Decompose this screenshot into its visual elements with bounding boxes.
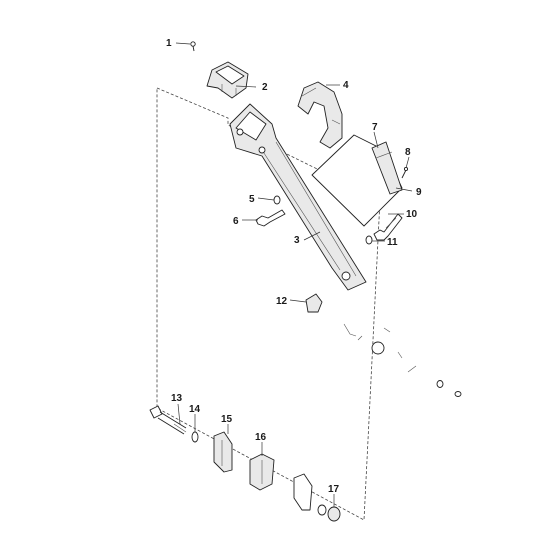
part-15-bracket[interactable] <box>213 431 233 473</box>
callout-4: 4 <box>343 80 349 91</box>
part-4-handle[interactable] <box>297 81 343 149</box>
part-2-cap[interactable] <box>206 61 249 99</box>
part-16-clamp[interactable] <box>249 453 275 491</box>
part-6-bolt[interactable] <box>255 209 286 227</box>
callout-9: 9 <box>416 187 422 198</box>
part-14-washer[interactable] <box>191 431 199 443</box>
part-12-knob[interactable] <box>305 293 323 313</box>
callout-10: 10 <box>406 209 418 220</box>
callout-12: 12 <box>276 296 288 307</box>
background-panel <box>156 87 381 521</box>
part-13-bolt[interactable] <box>149 405 187 435</box>
part-8-pin[interactable] <box>401 166 409 179</box>
part-17-nut[interactable] <box>317 504 341 522</box>
leader-lines <box>175 42 413 507</box>
part-11-washer[interactable] <box>365 235 373 245</box>
callout-17: 17 <box>328 484 340 495</box>
part-3-arm[interactable] <box>229 103 367 291</box>
callout-11: 11 <box>387 237 398 248</box>
callout-5: 5 <box>249 194 255 205</box>
part-10-bolt[interactable] <box>373 213 403 241</box>
callout-8: 8 <box>405 147 411 158</box>
callout-2: 2 <box>262 82 268 93</box>
part-5-washer[interactable] <box>273 195 281 205</box>
callout-3: 3 <box>294 235 300 246</box>
part-1-screw[interactable] <box>190 41 196 52</box>
loose-small-parts <box>343 323 462 397</box>
callout-15: 15 <box>221 414 233 425</box>
callout-14: 14 <box>189 404 201 415</box>
lower-bracket[interactable] <box>293 473 313 511</box>
callout-1: 1 <box>166 38 172 49</box>
part-7-box[interactable] <box>311 134 403 227</box>
callout-16: 16 <box>255 432 267 443</box>
callout-6: 6 <box>233 216 239 227</box>
callout-13: 13 <box>171 393 183 404</box>
callout-7: 7 <box>372 122 378 133</box>
